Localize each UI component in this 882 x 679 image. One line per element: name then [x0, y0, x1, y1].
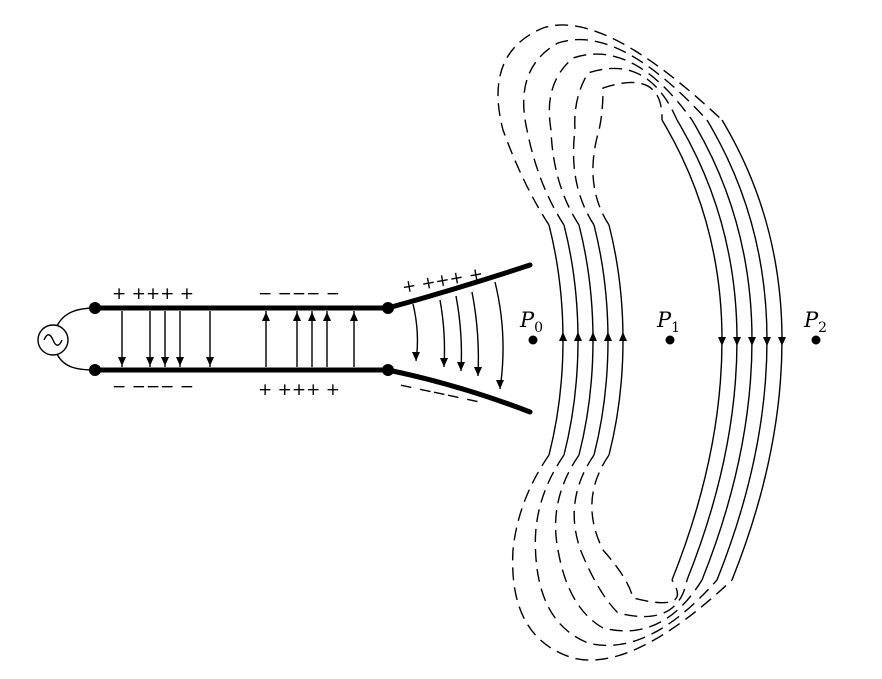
field-arrow — [146, 311, 154, 367]
arrowhead — [206, 357, 214, 366]
arrowhead — [574, 332, 582, 341]
arrowhead — [733, 337, 741, 346]
arrowhead — [559, 332, 567, 341]
field-arrow — [763, 337, 771, 346]
loop-field-arrows — [559, 332, 786, 346]
charge-label-bottom-mid: + +++ + — [258, 380, 340, 400]
field-arrow — [262, 311, 270, 367]
field-arrow — [323, 311, 331, 367]
field-arrow — [455, 295, 465, 372]
transmission-line — [89, 262, 533, 415]
ac-source-icon — [37, 307, 96, 371]
point-dot — [665, 335, 675, 345]
charge-labels: + +++ + − −−− − − −−− − + +++ + + +++ + … — [112, 264, 485, 412]
terminal-dot — [89, 364, 101, 376]
field-arrow — [494, 281, 504, 390]
arrowhead — [308, 312, 316, 321]
point-label: P2 — [803, 308, 827, 336]
point-dot — [811, 335, 821, 345]
field-arrow — [619, 332, 627, 341]
arrowhead — [748, 337, 756, 346]
field-arrow — [574, 332, 582, 341]
field-arrow — [604, 332, 612, 341]
terminal-dot — [89, 302, 101, 314]
observation-points: P0 P1 P2 — [519, 308, 827, 345]
lower-flare — [385, 367, 533, 415]
charge-label-top-left: + +++ + — [112, 284, 194, 304]
point-p2: P2 — [803, 308, 827, 345]
field-loop — [591, 81, 723, 604]
arrowhead — [457, 362, 465, 371]
point-label: P1 — [656, 308, 680, 336]
arrowhead — [146, 357, 154, 366]
point-dot — [528, 335, 538, 345]
field-arrow — [350, 311, 358, 367]
arrowhead — [474, 367, 482, 376]
arrowhead — [763, 337, 771, 346]
arrowhead — [118, 357, 126, 366]
field-arrow — [748, 337, 756, 346]
arrowhead — [176, 357, 184, 366]
field-arrow — [412, 303, 420, 362]
charge-label-bottom-left: − −−− − — [112, 377, 194, 397]
arrowhead — [496, 380, 504, 389]
field-arrow — [718, 337, 726, 346]
field-arrow — [293, 311, 301, 367]
point-p1: P1 — [656, 308, 680, 345]
field-loop — [523, 38, 768, 647]
field-loop — [497, 24, 783, 661]
arrowhead — [412, 352, 420, 361]
field-arrow — [439, 299, 448, 368]
arrowhead — [619, 332, 627, 341]
line-field-arrows — [118, 311, 358, 367]
field-arrow — [176, 311, 184, 367]
arrowhead — [604, 332, 612, 341]
arrowhead — [323, 312, 331, 321]
flare-field-arrows — [412, 281, 504, 390]
arrowhead — [350, 312, 358, 321]
point-p0: P0 — [519, 308, 543, 345]
arrowhead — [778, 337, 786, 346]
field-arrow — [308, 311, 316, 367]
arrowhead — [262, 312, 270, 321]
field-arrow — [118, 311, 126, 367]
field-arrow — [589, 332, 597, 341]
point-label: P0 — [519, 308, 543, 336]
field-arrow — [559, 332, 567, 341]
field-arrow — [733, 337, 741, 346]
arrowhead — [718, 337, 726, 346]
arrowhead — [589, 332, 597, 341]
field-arrow — [161, 311, 169, 367]
radiated-field-loops — [497, 24, 783, 661]
charge-label-top-mid: − −−− − — [258, 284, 340, 304]
field-arrow — [471, 291, 482, 377]
field-arrow — [778, 337, 786, 346]
arrowhead — [440, 358, 448, 367]
arrowhead — [293, 312, 301, 321]
upper-flare — [385, 262, 533, 311]
field-arrow — [206, 311, 214, 367]
arrowhead — [161, 357, 169, 366]
field-loop — [572, 67, 738, 618]
